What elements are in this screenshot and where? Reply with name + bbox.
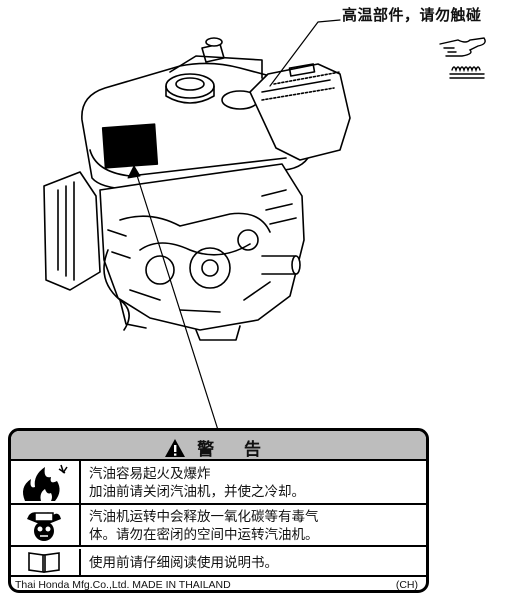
warning-toxic-line-1: 汽油机运转中会释放一氧化碳等有毒气 (89, 509, 319, 525)
warning-row-fire: 汽油容易起火及爆炸 加油前请关闭汽油机，并使之冷却。 (11, 461, 426, 505)
output-shaft (261, 255, 297, 275)
recoil-starter (43, 171, 101, 291)
warning-row-toxic: 汽油机运转中会释放一氧化碳等有毒气 体。请勿在密闭的空间中运转汽油机。 (11, 505, 426, 547)
warning-triangle-icon (164, 438, 185, 457)
tank-label-block (101, 123, 159, 169)
label-leader-line (133, 165, 219, 431)
hot-leader-line (269, 19, 341, 87)
warning-toxic-line-2: 体。请勿在密闭的空间中运转汽油机。 (89, 527, 319, 543)
warning-fire-line-1: 汽油容易起火及爆炸 (89, 466, 211, 482)
crankcase (99, 163, 305, 331)
warning-title: 警 告 (197, 440, 273, 460)
hot-parts-label: 高温部件，请勿触碰 (342, 6, 482, 24)
warning-row-manual: 使用前请仔细阅读使用说明书。 (11, 549, 426, 577)
toxic-gas-icon (27, 512, 61, 541)
warning-card: 警 告 汽油容易起火及爆炸 加油前请关闭汽油机，并使之冷却。 汽油机运转中会释放… (8, 428, 429, 593)
manual-book-icon (28, 552, 60, 573)
manufacturer-text: Thai Honda Mfg.Co.,Ltd. MADE IN THAILAND (15, 579, 231, 591)
label-code: (CH) (395, 579, 418, 591)
warning-footer: Thai Honda Mfg.Co.,Ltd. MADE IN THAILAND… (11, 577, 426, 591)
warning-manual-line-1: 使用前请仔细阅读使用说明书。 (89, 555, 278, 571)
hot-surface-icon (439, 37, 486, 79)
warning-fire-line-2: 加油前请关闭汽油机，并使之冷却。 (89, 484, 305, 500)
warning-header: 警 告 (11, 431, 426, 461)
fire-explosion-icon (23, 464, 68, 501)
muffler-shield (249, 63, 351, 161)
